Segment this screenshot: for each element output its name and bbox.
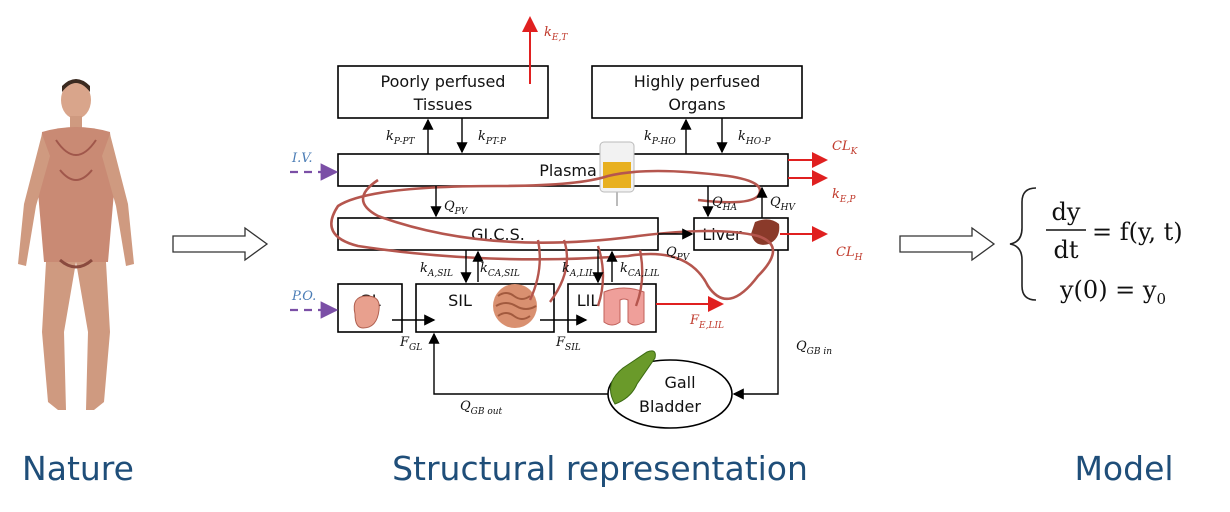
sil-label: SIL [448,291,472,310]
rate-label-q-ha: QHA [712,195,738,213]
rate-label-f-elil: FE,LIL [689,313,724,331]
po-label: P.O. [291,289,316,304]
rate-label-k-pho: kP-HO [644,129,676,147]
lil-label: LIL [577,291,600,310]
rate-label-q-pv1: QPV [444,199,469,217]
large-intestine-icon [603,287,645,326]
human-figure-image [18,79,134,410]
initial-condition: y(0) = y0 [1059,276,1166,308]
highly-perfused-label-2: Organs [668,95,725,114]
highly-perfused-label-1: Highly perfused [634,72,760,91]
poorly-perfused-label-2: Tissues [413,95,473,114]
iv-label: I.V. [291,151,313,166]
liver-icon [751,219,780,245]
rate-label-k-ppt: kP-PT [386,129,416,147]
gall-bladder-label-2: Bladder [639,397,701,416]
circulation-branches [528,239,644,307]
rate-label-k-hop: kHO-P [738,129,771,147]
circulation-loop [330,169,775,301]
arrow-structure-to-model [899,226,996,262]
derivative-numerator: dy [1052,198,1081,226]
rate-label-k-ptp: kPT-P [478,129,507,147]
stomach-icon [353,295,380,329]
caption-nature: Nature [22,449,134,488]
gallbladder-icon [610,350,656,405]
rate-label-f-sil: FSIL [555,335,581,353]
rate-label-k-alil: kA,LIL [562,261,595,279]
equation-rhs: = f(y, t) [1092,218,1183,246]
caption-structural: Structural representation [392,449,808,488]
poorly-perfused-label-1: Poorly perfused [381,72,506,91]
rate-label-k-casil: kCA,SIL [480,261,520,279]
rate-label-q-hv: QHV [770,195,797,213]
rate-label-k-asil: kA,SIL [420,261,453,279]
rate-label-k-ep: kE,P [832,187,856,205]
rate-label-cl-k: CLK [832,139,859,157]
liver-label: Liver [702,225,742,244]
small-intestine-icon [493,284,537,328]
rate-label-q-gbin: QGB in [796,339,832,357]
rate-label-f-gl: FGL [399,335,422,353]
highly-perfused-box [591,65,803,119]
equation-brace [1009,187,1037,301]
rate-label-q-pv2: QPV [666,245,691,263]
gall-bladder-label-1: Gall [664,373,695,392]
derivative-denominator: dt [1053,236,1078,264]
caption-model: Model [1074,449,1173,488]
rate-label-k-calil: kCA,LIL [620,261,660,279]
rate-label-q-gbout: QGB out [460,399,503,417]
arrow-nature-to-structure [172,226,269,262]
rate-label-cl-h: CLH [836,245,863,263]
plasma-label: Plasma [539,161,597,180]
rate-label-k-et: kE,T [544,25,568,43]
poorly-perfused-box [337,65,549,119]
